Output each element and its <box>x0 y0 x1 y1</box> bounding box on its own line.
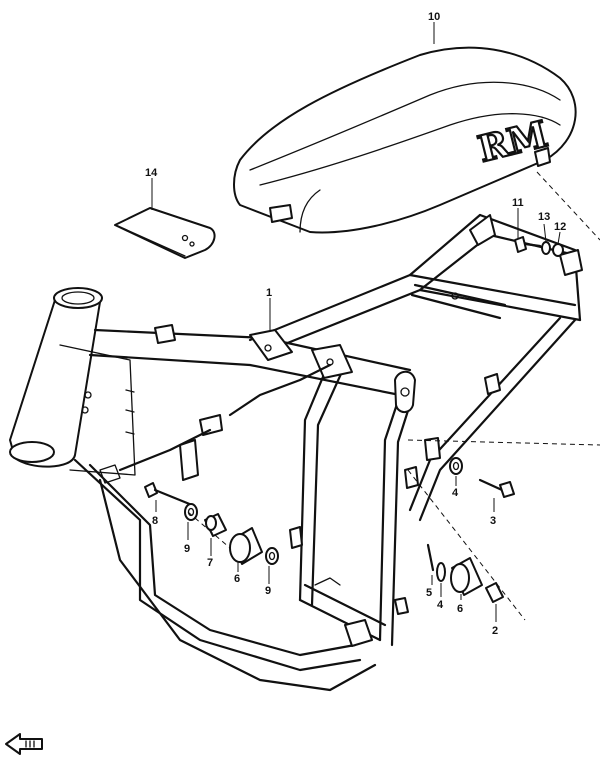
callout-6b: 6 <box>457 603 463 615</box>
washer-part-13 <box>541 241 551 255</box>
rubber-mount-part-6b <box>450 557 483 596</box>
callout-4b: 4 <box>437 599 444 611</box>
seat-part-10: RM <box>233 46 577 234</box>
callout-8: 8 <box>152 515 158 527</box>
callout-7: 7 <box>207 557 213 569</box>
washer-part-4a <box>449 457 463 475</box>
callout-1: 1 <box>266 287 272 299</box>
nut-part-2 <box>485 582 504 603</box>
callout-5: 5 <box>426 587 432 599</box>
cotter-pin-part-5 <box>426 543 435 572</box>
nut-part-12 <box>552 243 564 257</box>
washer-part-9a <box>184 503 198 521</box>
callout-2: 2 <box>492 625 498 637</box>
callout-11: 11 <box>512 197 524 209</box>
callout-14: 14 <box>145 167 158 179</box>
callout-9a: 9 <box>184 543 190 555</box>
washer-part-4b <box>436 562 446 582</box>
frame-part-1 <box>9 213 583 692</box>
front-direction-arrow-icon <box>5 733 43 755</box>
spacer-part-7 <box>204 513 227 537</box>
bolt-part-11 <box>514 236 542 253</box>
callout-13: 13 <box>538 211 550 223</box>
callout-12: 12 <box>554 221 566 233</box>
callout-9b: 9 <box>265 585 271 597</box>
callout-6a: 6 <box>234 573 240 585</box>
callout-3: 3 <box>490 515 496 527</box>
rubber-mount-part-6a <box>229 527 263 565</box>
callout-10: 10 <box>428 11 440 23</box>
plate-part-14 <box>114 207 216 259</box>
callout-4a: 4 <box>452 487 459 499</box>
washer-part-9b <box>265 547 279 565</box>
bolt-part-8 <box>144 482 194 507</box>
bolt-part-3 <box>478 478 515 498</box>
